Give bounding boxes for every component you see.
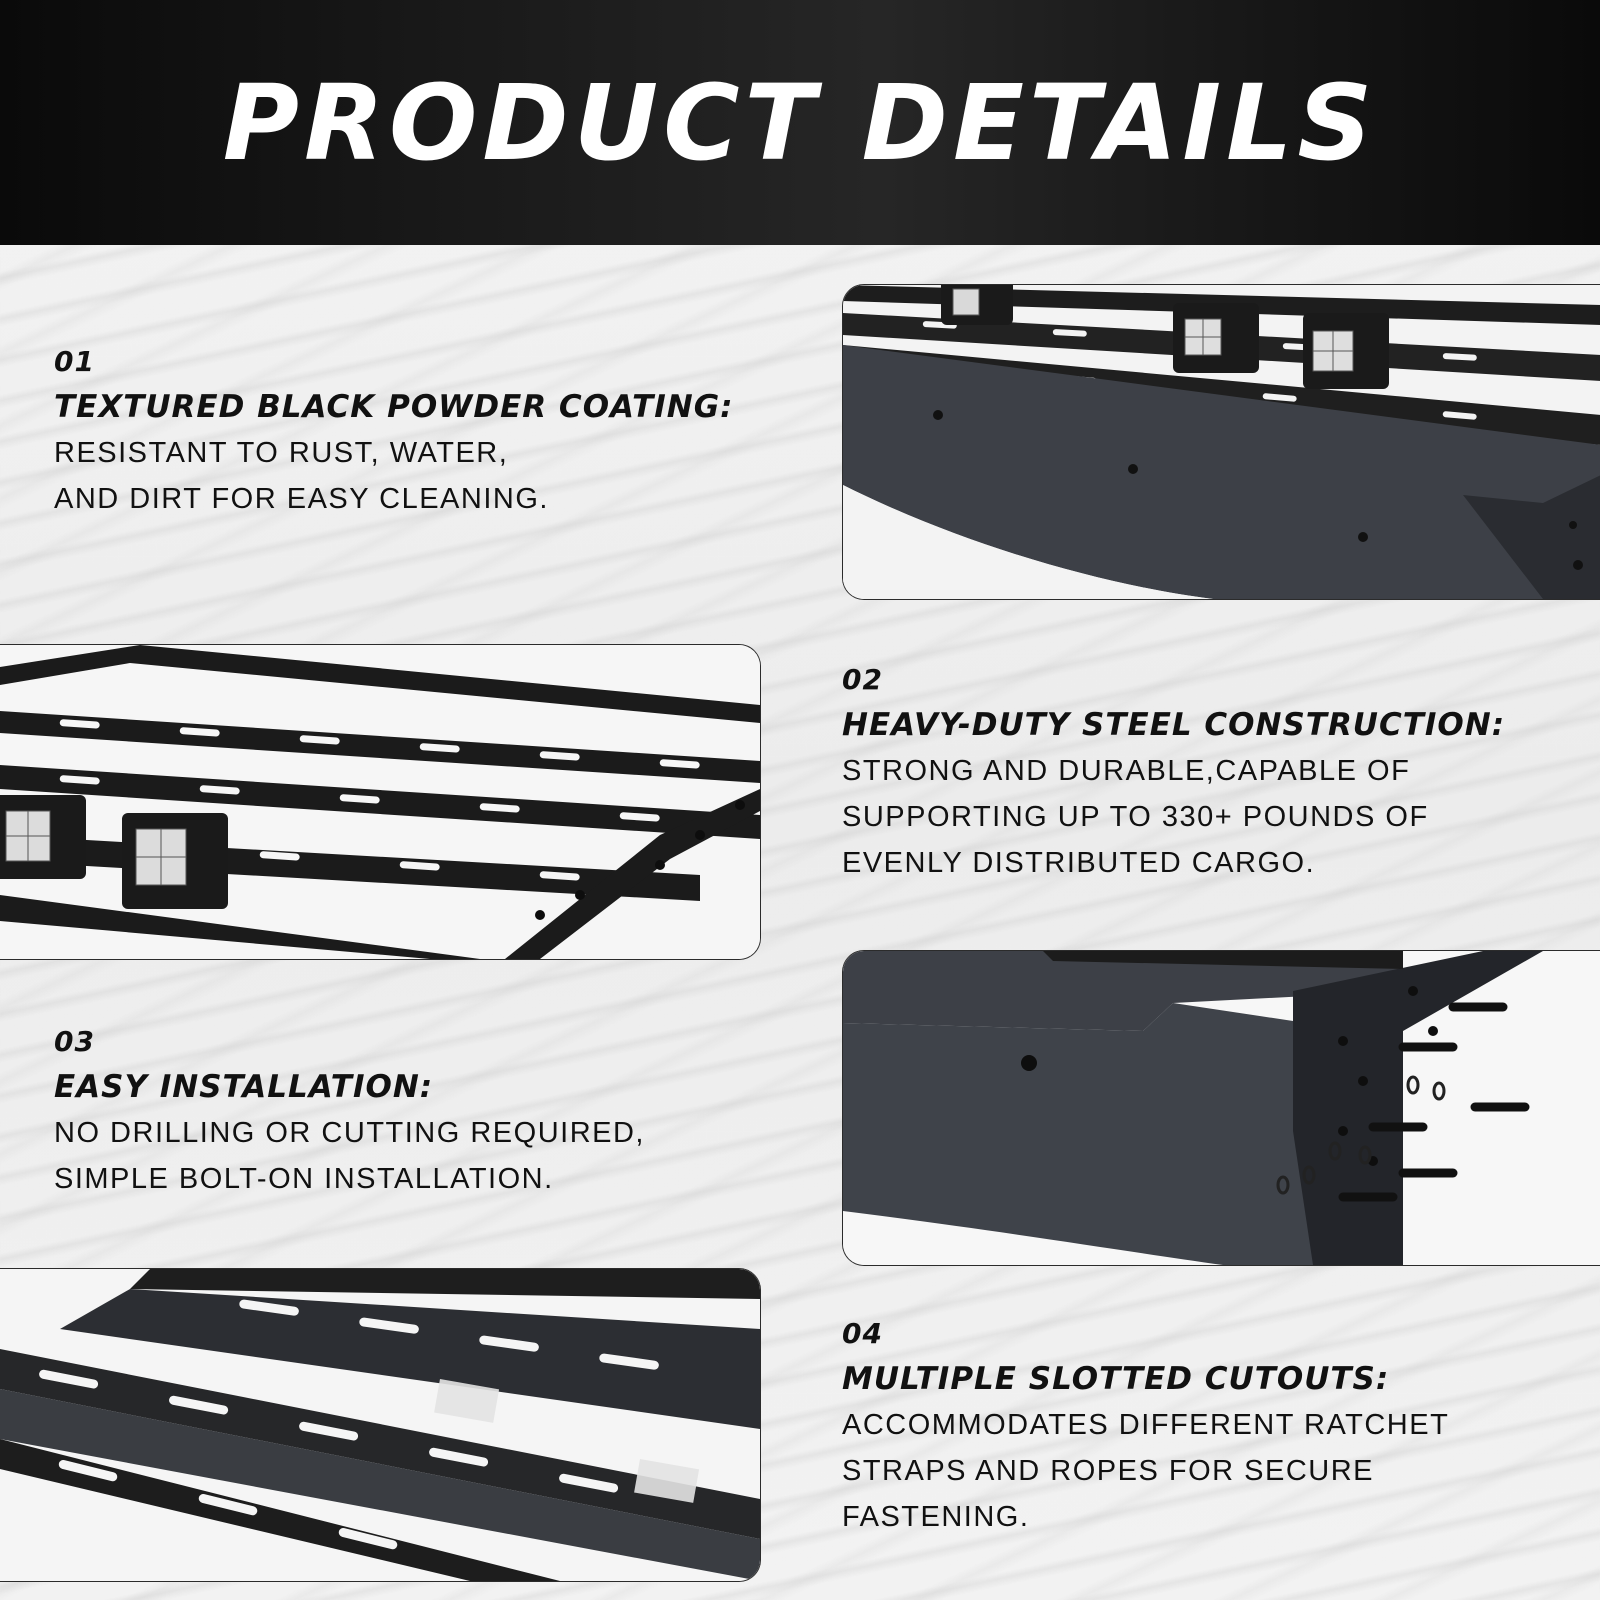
feature-line: EVENLY DISTRIBUTED CARGO. xyxy=(842,847,1316,879)
feature-line: STRAPS AND ROPES FOR SECURE xyxy=(842,1455,1374,1487)
product-image-powder-coating xyxy=(842,284,1600,600)
feature-number: 02 xyxy=(842,663,883,696)
feature-1: 01 TEXTURED BLACK POWDER COATING: RESIST… xyxy=(54,340,734,522)
light-pod xyxy=(941,285,1013,325)
product-image-slotted-cutouts xyxy=(0,1268,761,1582)
light-pod xyxy=(0,795,86,879)
feature-line: NO DRILLING OR CUTTING REQUIRED, xyxy=(54,1117,645,1149)
feature-2: 02 HEAVY-DUTY STEEL CONSTRUCTION: STRONG… xyxy=(842,658,1505,886)
feature-title: EASY INSTALLATION: xyxy=(54,1069,434,1105)
feature-title: HEAVY-DUTY STEEL CONSTRUCTION: xyxy=(842,707,1506,743)
product-image-installation xyxy=(842,950,1600,1266)
feature-line: AND DIRT FOR EASY CLEANING. xyxy=(54,483,549,515)
header-banner: PRODUCT DETAILS xyxy=(0,0,1600,245)
feature-line: ACCOMMODATES DIFFERENT RATCHET xyxy=(842,1409,1450,1441)
feature-title: MULTIPLE SLOTTED CUTOUTS: xyxy=(842,1361,1390,1397)
washer-set xyxy=(1276,1075,1446,1195)
feature-3: 03 EASY INSTALLATION: NO DRILLING OR CUT… xyxy=(54,1020,645,1202)
product-image-steel-construction xyxy=(0,644,761,960)
page-title: PRODUCT DETAILS xyxy=(222,61,1378,184)
feature-4: 04 MULTIPLE SLOTTED CUTOUTS: ACCOMMODATE… xyxy=(842,1312,1449,1540)
bolt-set xyxy=(1338,1002,1530,1202)
light-pod xyxy=(122,813,228,909)
feature-line: SIMPLE BOLT-ON INSTALLATION. xyxy=(54,1163,554,1195)
light-pod xyxy=(1303,313,1389,389)
feature-line: SUPPORTING UP TO 330+ POUNDS OF xyxy=(842,801,1429,833)
feature-title: TEXTURED BLACK POWDER COATING: xyxy=(54,389,734,425)
bolt-on-hardware-illustration xyxy=(843,951,1600,1265)
rack-deflector-illustration xyxy=(843,285,1600,599)
feature-number: 03 xyxy=(54,1025,95,1058)
feature-line: STRONG AND DURABLE,CAPABLE OF xyxy=(842,755,1411,787)
light-pod xyxy=(1173,303,1259,373)
feature-number: 04 xyxy=(842,1317,883,1350)
feature-number: 01 xyxy=(54,345,95,378)
feature-line: FASTENING. xyxy=(842,1501,1030,1533)
feature-line: RESISTANT TO RUST, WATER, xyxy=(54,437,509,469)
slotted-rails-illustration xyxy=(0,1269,760,1581)
rack-rails-illustration xyxy=(0,645,760,959)
